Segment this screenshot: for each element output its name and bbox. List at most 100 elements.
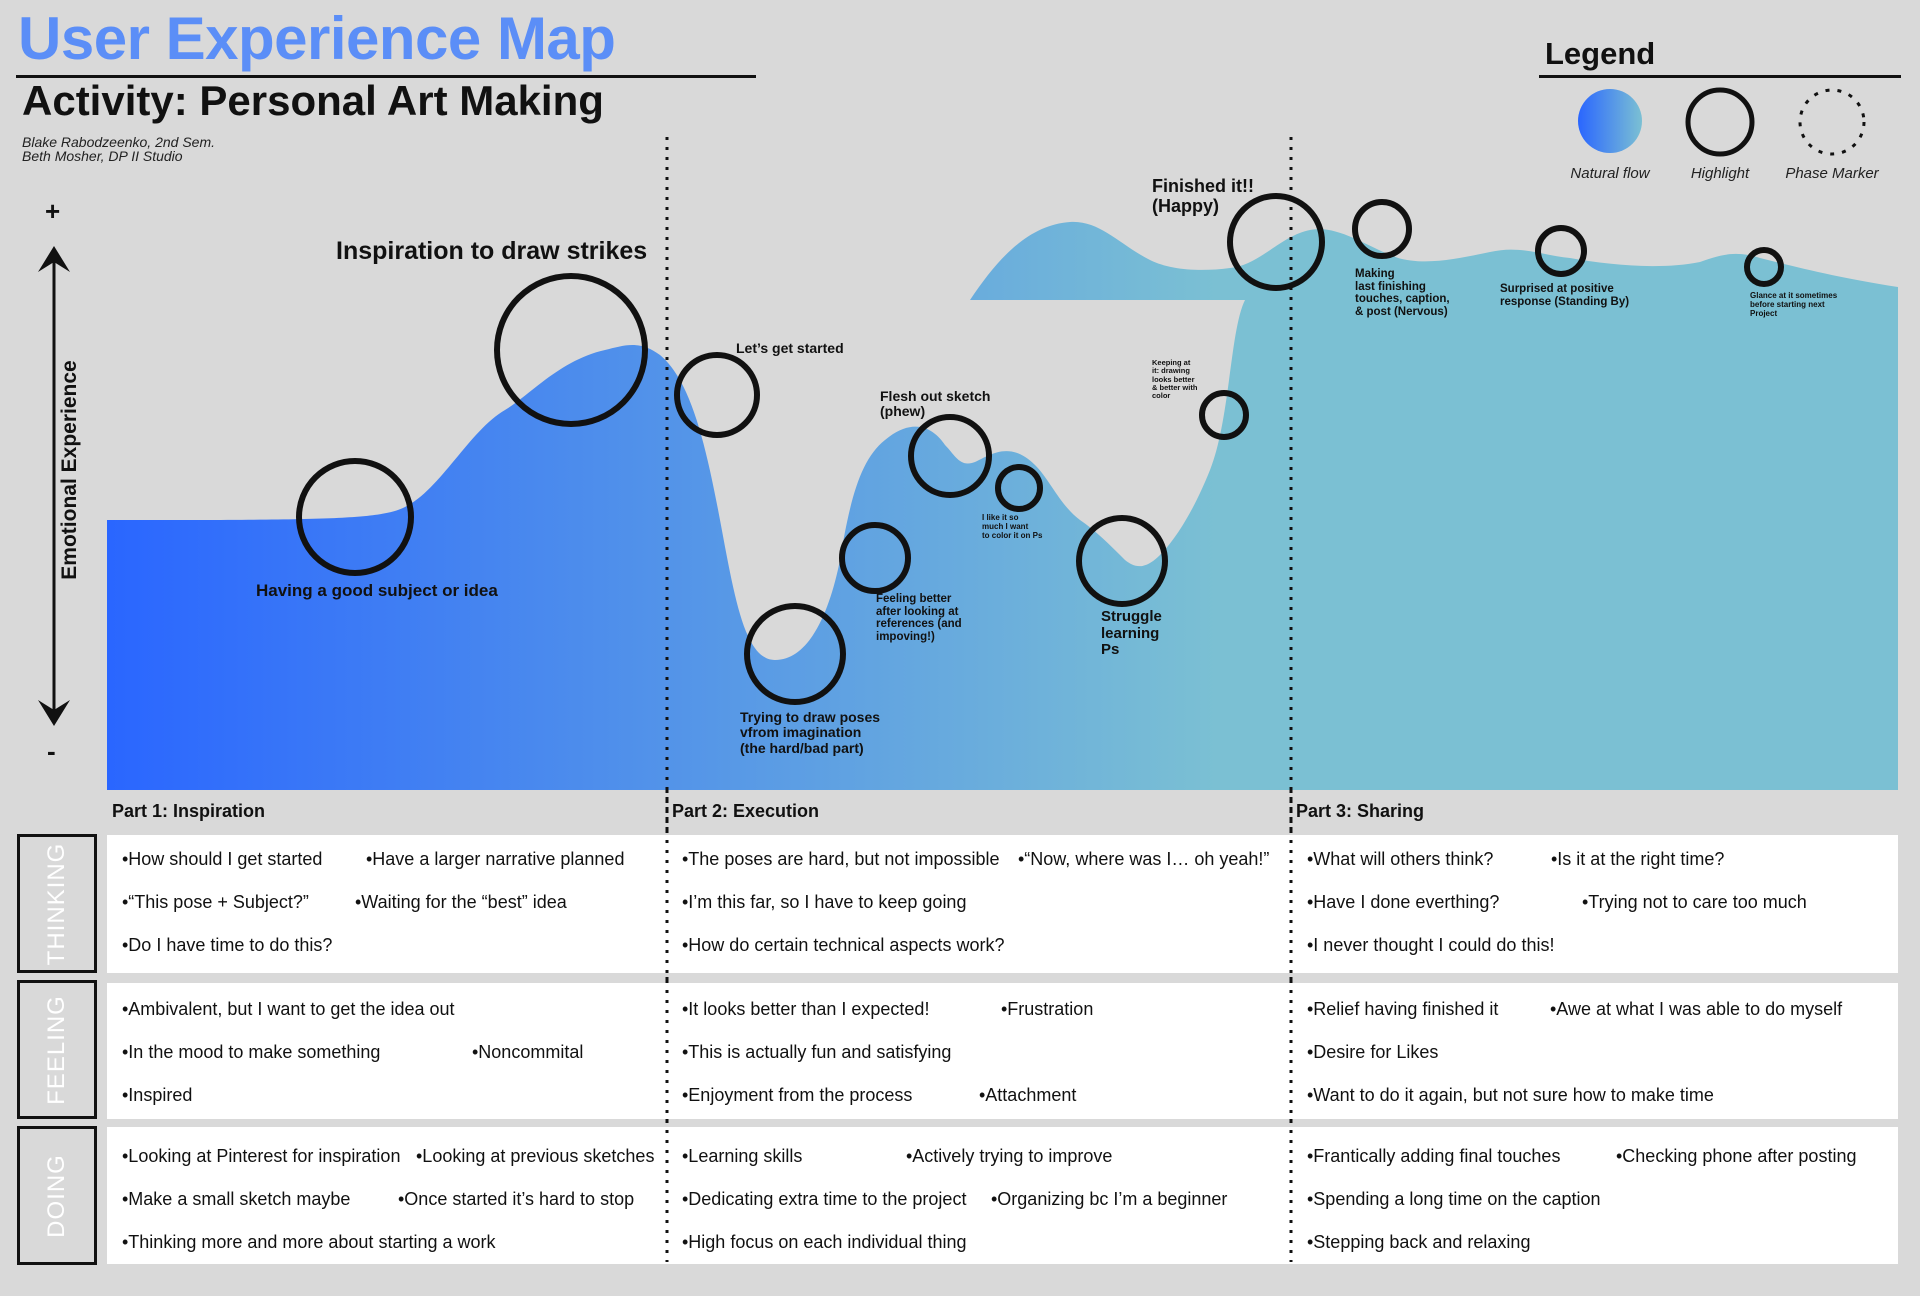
highlight-ring <box>296 458 414 576</box>
dashed-ring-icon <box>1798 88 1866 156</box>
highlight-ring <box>1352 199 1412 259</box>
list-item: •Enjoyment from the process <box>682 1085 913 1105</box>
highlight-ring <box>1199 390 1249 440</box>
annotation-good-subject: Having a good subject or idea <box>256 581 498 600</box>
axis-minus-sign: - <box>47 736 56 766</box>
annotation-line: Ps <box>1101 641 1120 658</box>
annotation-inspiration: Inspiration to draw strikes <box>336 237 648 265</box>
annotation-glance: Glance at it sometimes before starting n… <box>1750 291 1838 318</box>
list-item: •Organizing bc I’m a beginner <box>991 1189 1228 1209</box>
annotation-line: looks better <box>1152 374 1195 384</box>
highlight-ring <box>1076 515 1168 607</box>
list-item: •Waiting for the “best” idea <box>355 892 567 912</box>
annotation-like-color: I like it so much I want to color it on … <box>982 513 1042 540</box>
list-item: •Ambivalent, but I want to get the idea … <box>122 999 455 1019</box>
annotation-line: (Happy) <box>1152 195 1219 216</box>
list-item: •Checking phone after posting <box>1616 1146 1857 1166</box>
annotation-line: Keeping at <box>1152 358 1191 367</box>
annotation-line: learning <box>1101 624 1160 642</box>
annotation-line: Finished it!! <box>1152 176 1254 196</box>
highlight-ring <box>674 352 760 438</box>
annotation-lets-get-started: Let’s get started <box>736 340 844 356</box>
annotation-line: & better with <box>1152 382 1198 392</box>
legend-label-highlight: Highlight <box>1690 165 1750 182</box>
list-item: •How should I get started <box>122 849 323 869</box>
page-subtitle: Activity: Personal Art Making <box>22 77 604 124</box>
annotation-struggle: Struggle learning Ps <box>1101 608 1162 659</box>
annotation-line: much I want <box>982 521 1029 531</box>
annotation-finishing-touches: Making last finishing touches, caption, … <box>1355 268 1450 319</box>
feeling-panel <box>107 983 1898 1119</box>
axis-down-arrow-icon <box>38 700 70 726</box>
row-label-text: DOING <box>43 1153 70 1238</box>
annotation-line: Project <box>1750 308 1778 318</box>
phase-title-inspiration: Part 1: Inspiration <box>112 801 266 821</box>
highlight-ring <box>494 273 648 427</box>
annotation-line: before starting next <box>1750 299 1825 309</box>
legend-title: Legend <box>1545 36 1656 71</box>
list-item: •Make a small sketch maybe <box>122 1189 351 1209</box>
highlight-ring <box>1744 247 1784 287</box>
highlight-ring <box>908 414 992 498</box>
row-label-text: FEELING <box>43 994 70 1105</box>
list-item: •Learning skills <box>682 1146 803 1166</box>
natural-flow-area <box>107 221 1898 790</box>
legend-label-natural-flow: Natural flow <box>1570 165 1650 182</box>
list-item: •Dedicating extra time to the project <box>682 1189 967 1209</box>
highlight-rings <box>296 193 1784 705</box>
list-item: •How do certain technical aspects work? <box>682 935 1005 955</box>
list-item: •Frantically adding final touches <box>1307 1146 1561 1166</box>
page-title: User Experience Map <box>18 5 616 72</box>
list-item: •Is it at the right time? <box>1551 849 1725 869</box>
annotation-line: it: drawing <box>1152 366 1190 376</box>
annotation-line: references (and <box>876 618 962 631</box>
list-item: •Inspired <box>122 1085 193 1105</box>
annotation-line: (the hard/bad part) <box>740 739 864 756</box>
list-item: •Have a larger narrative planned <box>366 849 625 869</box>
doing-panel <box>107 1127 1898 1264</box>
annotation-line: Feeling better <box>876 593 952 605</box>
annotation-feeling-better: Feeling better after looking at referenc… <box>876 593 962 644</box>
list-item: •“Now, where was I… oh yeah!” <box>1018 849 1270 869</box>
row-label-doing: DOING <box>17 1126 97 1265</box>
list-item: •The poses are hard, but not impossible <box>682 849 1000 869</box>
annotation-line: I like it so <box>982 513 1019 522</box>
legend-swatches <box>1578 87 1866 157</box>
list-item: •Desire for Likes <box>1307 1042 1439 1062</box>
annotation-line: Trying to draw poses <box>740 709 881 725</box>
list-item: •“This pose + Subject?” <box>122 892 309 912</box>
annotation-line: Surprised at positive <box>1500 283 1614 295</box>
list-item: •Want to do it again, but not sure how t… <box>1307 1085 1714 1105</box>
list-item: •Trying not to care too much <box>1582 892 1807 912</box>
annotation-line: last finishing <box>1355 280 1426 293</box>
list-item: •I never thought I could do this! <box>1307 935 1555 955</box>
solid-ring-icon <box>1685 87 1755 157</box>
highlight-ring <box>744 603 846 705</box>
annotation-line: touches, caption, <box>1355 293 1450 306</box>
list-item: •Have I done everthing? <box>1307 892 1500 912</box>
list-item: •I’m this far, so I have to keep going <box>682 892 967 912</box>
highlight-ring <box>839 522 911 594</box>
annotation-line: color <box>1152 391 1171 400</box>
annotation-line: Glance at it sometimes <box>1750 291 1838 300</box>
annotation-line: Flesh out sketch <box>880 388 991 404</box>
list-item: •Attachment <box>979 1085 1077 1105</box>
row-label-text: THINKING <box>43 842 70 965</box>
annotation-line: Making <box>1355 268 1395 280</box>
gradient-circle-icon <box>1578 89 1642 153</box>
list-item: •Once started it’s hard to stop <box>398 1189 635 1209</box>
annotation-line: Struggle <box>1101 608 1162 625</box>
highlight-ring <box>1535 225 1587 277</box>
annotation-line: vfrom imagination <box>740 724 862 741</box>
list-item: •Spending a long time on the caption <box>1307 1189 1601 1209</box>
annotation-line: response (Standing By) <box>1500 295 1630 308</box>
list-item: •In the mood to make something <box>122 1042 381 1062</box>
row-label-thinking: THINKING <box>17 834 97 973</box>
credit-instructor: Beth Mosher, DP II Studio <box>22 148 183 164</box>
annotation-keeping-at-it: Keeping at it: drawing looks better & be… <box>1152 358 1198 400</box>
list-item: •Do I have time to do this? <box>122 935 333 955</box>
axis-up-arrow-icon <box>38 246 70 272</box>
annotation-trying-poses: Trying to draw poses vfrom imagination (… <box>740 709 881 756</box>
thinking-panel <box>107 835 1898 973</box>
